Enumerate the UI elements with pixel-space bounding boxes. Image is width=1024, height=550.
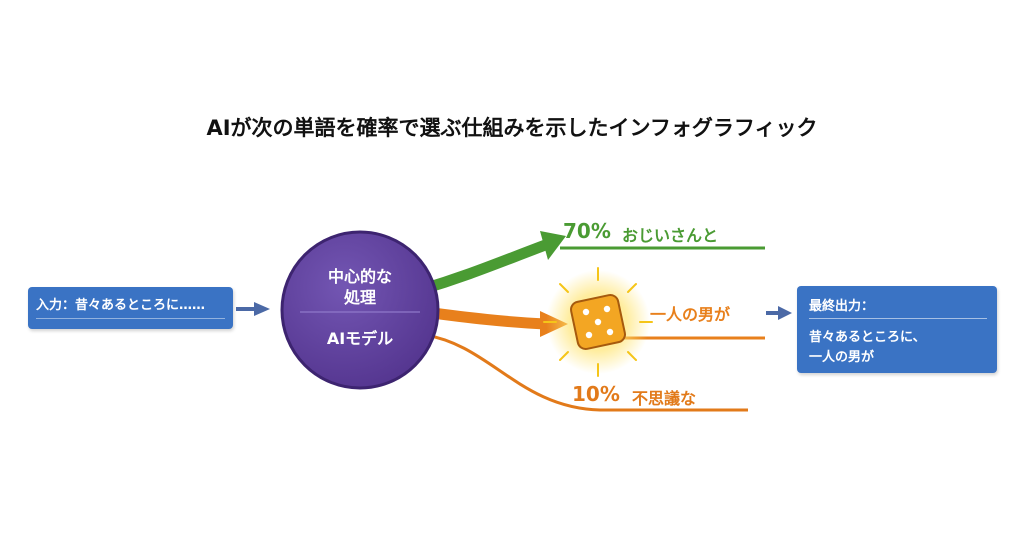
input-arrow-icon xyxy=(236,302,270,316)
output-divider xyxy=(809,318,987,319)
branch-mid-arrow xyxy=(419,306,551,330)
dice-icon xyxy=(543,267,653,377)
branch-green-word: おじいさんと xyxy=(622,226,719,245)
model-line2: 処理 xyxy=(343,288,376,307)
page-title: AIが次の単語を確率で選ぶ仕組みを示したインフォグラフィック xyxy=(206,116,818,140)
output-arrow-icon xyxy=(766,306,792,320)
branch-orange-percent: 10% xyxy=(572,382,620,406)
branch-mid-word: 一人の男が xyxy=(650,305,731,324)
branch-orange-line xyxy=(424,333,748,412)
green-arrowhead-icon xyxy=(540,231,566,260)
branch-orange-word: 不思議な xyxy=(632,389,697,408)
model-line3: AIモデル xyxy=(326,329,394,348)
branch-green-percent: 70% xyxy=(563,219,611,243)
input-box: 入力：昔々あるところに…… xyxy=(28,287,233,329)
output-line2: 一人の男が xyxy=(809,350,875,365)
output-line1: 昔々あるところに、 xyxy=(809,330,926,345)
ai-model-circle xyxy=(280,230,440,390)
input-label: 入力：昔々あるところに…… xyxy=(36,298,206,313)
branch-green-arrow xyxy=(414,238,554,296)
input-divider xyxy=(36,318,225,319)
model-line1: 中心的な xyxy=(327,267,392,286)
output-box: 最終出力： 昔々あるところに、 一人の男が xyxy=(797,286,997,373)
output-heading: 最終出力： xyxy=(809,299,875,314)
